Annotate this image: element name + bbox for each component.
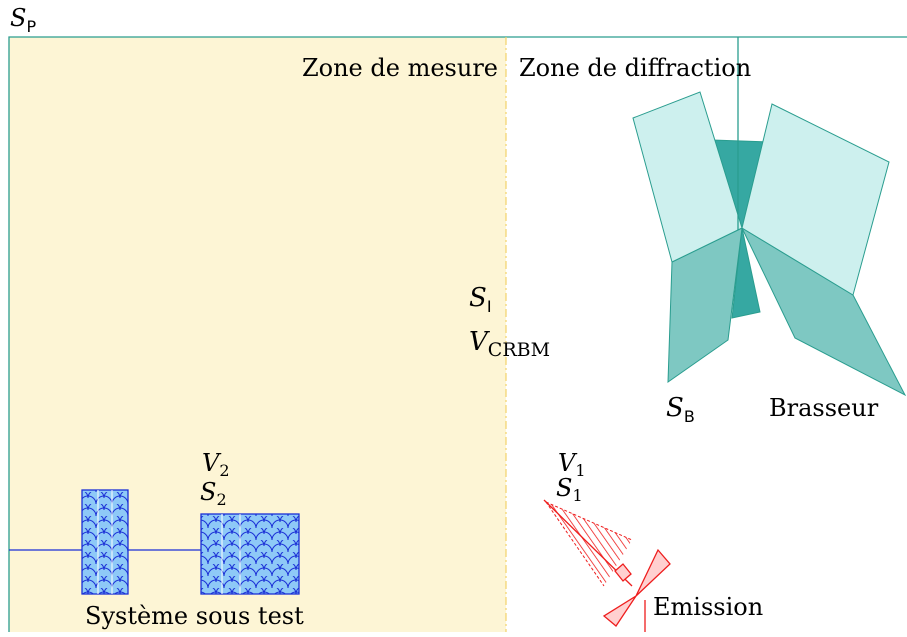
label-zone-diffraction: Zone de diffraction: [519, 54, 751, 82]
device-under-test-icon: [9, 489, 300, 595]
label-s1: S1: [556, 474, 583, 505]
label-zone-mesure: Zone de mesure: [302, 54, 498, 82]
label-emission: Emission: [653, 593, 763, 621]
label-sp: SP: [10, 4, 36, 36]
label-s2: S2: [200, 478, 227, 509]
label-v2: V2: [202, 449, 230, 480]
enclosure-boundary: [8, 36, 907, 632]
label-v1: V1: [558, 449, 586, 480]
device-block-1: [81, 489, 129, 595]
mode-stirrer-icon: [632, 91, 907, 397]
label-systeme: Système sous test: [85, 602, 304, 630]
device-block-2: [200, 513, 300, 595]
label-sb: SB: [666, 393, 695, 426]
label-si: SI: [469, 283, 492, 316]
label-brasseur: Brasseur: [769, 394, 879, 422]
emission-antenna-icon: [543, 499, 671, 632]
label-vcrbm: VCRBM: [469, 327, 550, 361]
